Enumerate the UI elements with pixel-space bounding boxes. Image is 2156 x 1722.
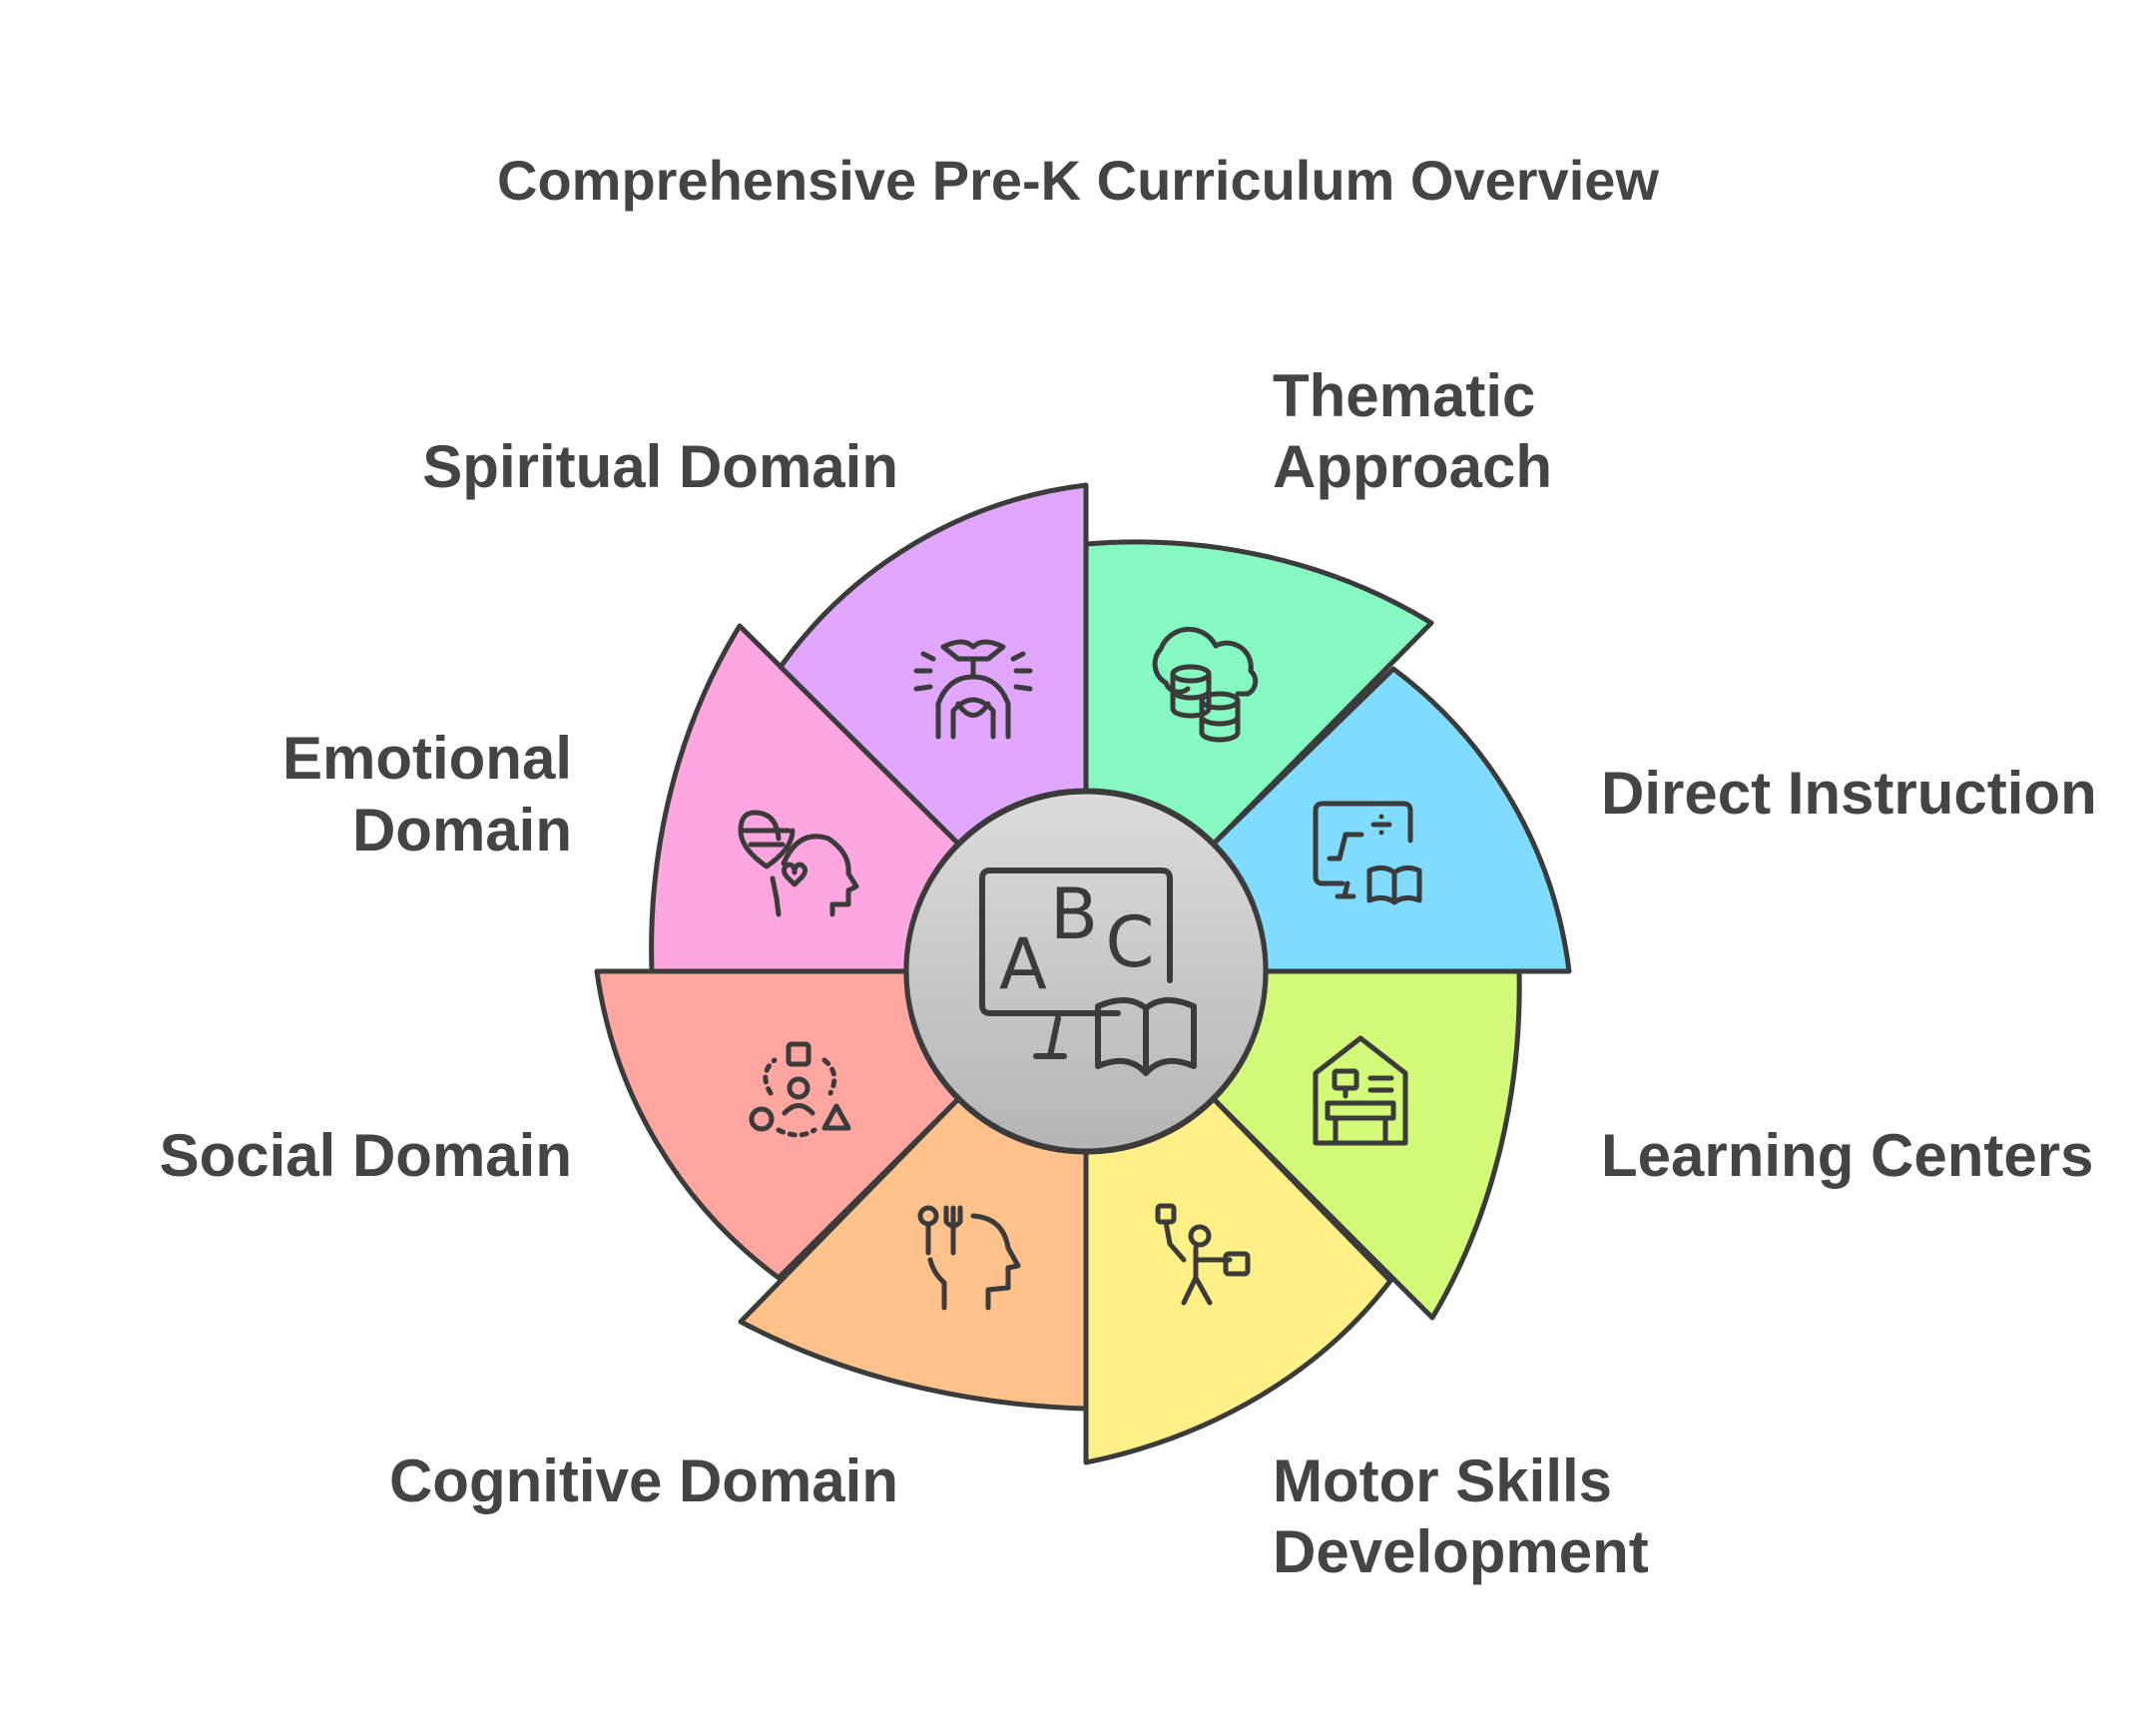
heart-head-icon — [738, 810, 859, 917]
label-line: Cognitive Domain — [389, 1447, 898, 1514]
label-line: Development — [1273, 1518, 1649, 1585]
label-line: Approach — [1273, 433, 1552, 500]
center-letter: C — [1106, 901, 1155, 983]
label-line: Spiritual Domain — [422, 433, 898, 500]
label-line: Emotional — [282, 725, 572, 792]
label-line: Motor Skills — [1273, 1447, 1612, 1514]
abc-book-icon: A B C — [979, 867, 1197, 1076]
label-line: Domain — [352, 797, 572, 863]
teaching-board-book-icon — [1313, 801, 1422, 905]
label-social-domain: Social Domain — [160, 1122, 572, 1189]
diagram-title: Comprehensive Pre-K Curriculum Overview — [497, 149, 1659, 212]
classroom-house-icon — [1313, 1035, 1408, 1146]
center-hub: A B C — [903, 789, 1269, 1154]
label-line: Social Domain — [160, 1122, 572, 1189]
label-line: Thematic — [1273, 362, 1535, 429]
center-letter: A — [999, 923, 1047, 1005]
label-spiritual-domain: Spiritual Domain — [422, 433, 898, 500]
label-learning-centers: Learning Centers — [1601, 1122, 2093, 1189]
label-cognitive-domain: Cognitive Domain — [389, 1447, 898, 1514]
label-line: Learning Centers — [1601, 1122, 2093, 1189]
label-line: Direct Instruction — [1601, 760, 2097, 827]
social-shapes-icon — [749, 1041, 851, 1138]
label-emotional-domain: Emotional Domain — [282, 725, 572, 863]
head-thinking-icon — [917, 1205, 1021, 1311]
label-thematic-approach: Thematic Approach — [1273, 362, 1552, 500]
label-direct-instruction: Direct Instruction — [1601, 760, 2097, 827]
center-letter: B — [1050, 873, 1098, 955]
cloud-database-icon — [1152, 626, 1259, 743]
active-child-icon — [1155, 1203, 1251, 1306]
label-motor-skills-development: Motor Skills Development — [1273, 1447, 1649, 1585]
spiritual-figure-icon — [913, 639, 1033, 740]
